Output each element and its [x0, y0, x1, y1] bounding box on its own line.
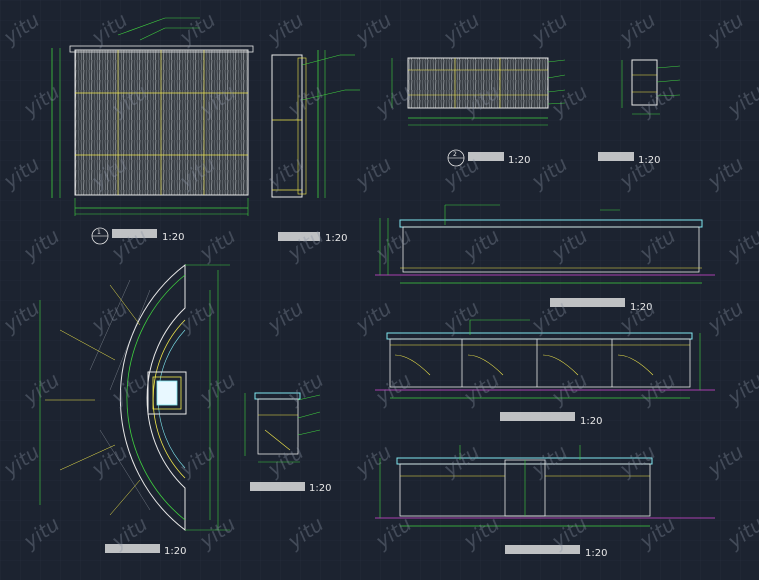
counter-side-scale: 1:20: [585, 548, 607, 559]
wardrobe-elevation-scale: 1:20: [162, 232, 184, 243]
counter-section-scale: 1:20: [309, 483, 331, 494]
cabinet-section-drawing: 1:20: [598, 59, 681, 166]
counter-back-elevation-drawing: 1:20: [375, 319, 715, 427]
counter-side-elevation-drawing: 1:20: [375, 445, 715, 559]
counter-back-scale: 1:20: [580, 416, 602, 427]
cabinet-section-scale: 1:20: [638, 155, 660, 166]
wardrobe-elevation-drawing: 1 1:20: [51, 17, 254, 245]
counter-front-elevation-drawing: 1:20: [375, 204, 715, 313]
wardrobe-section-scale: 1:20: [325, 233, 347, 244]
counter-plan-scale: 1:20: [164, 546, 186, 557]
cabinet-elevation-drawing: 2 1:20: [391, 57, 566, 167]
cabinet-elevation-scale: 1:20: [508, 155, 530, 166]
wardrobe-section-drawing: 1:20: [271, 50, 360, 244]
wardrobe-marker-number: 1: [97, 229, 101, 236]
counter-section-drawing: 1:20: [244, 392, 331, 494]
cabinet-marker-number: 2: [453, 151, 457, 158]
counter-plan-drawing: 1:20: [39, 263, 230, 557]
counter-front-scale: 1:20: [630, 302, 652, 313]
